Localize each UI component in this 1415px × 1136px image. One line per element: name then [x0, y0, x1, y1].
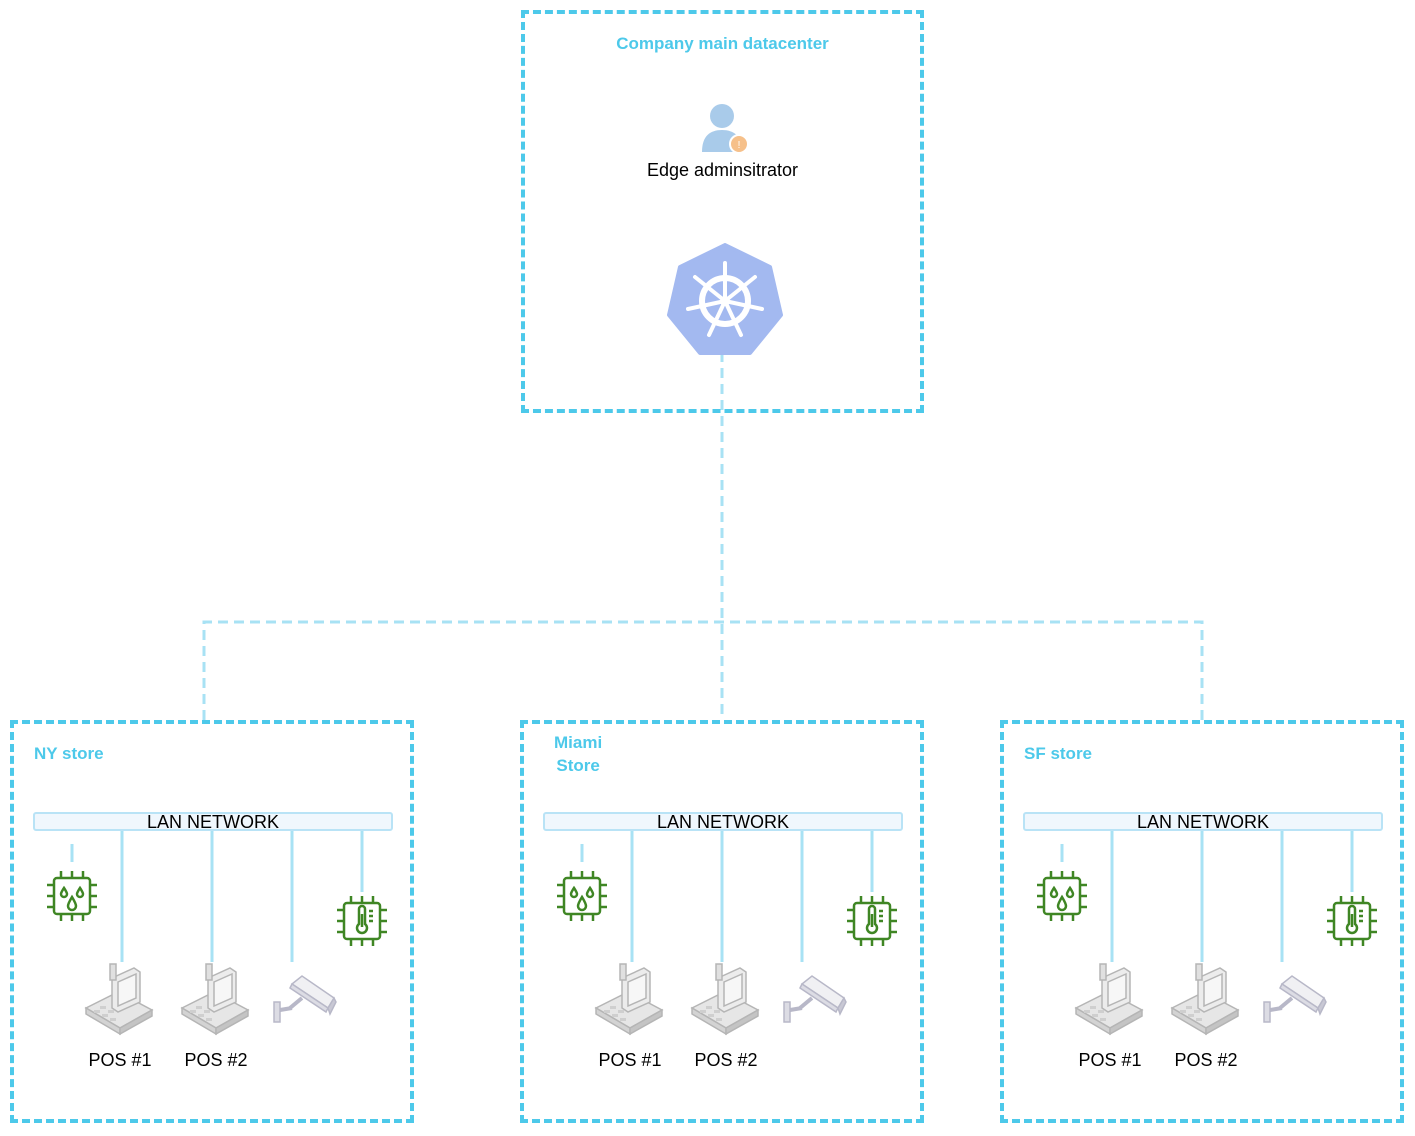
pos-terminal-icon	[180, 963, 250, 1036]
humidity-sensor-icon	[557, 871, 607, 921]
pos-terminal-icon	[84, 963, 154, 1036]
store-devices	[1037, 831, 1377, 1036]
store-container-miami: Miami Store LAN NETWORK POS #1 POS #2	[520, 720, 924, 1123]
store-devices	[557, 831, 897, 1036]
humidity-sensor-icon	[1037, 871, 1087, 921]
kubernetes-icon	[667, 243, 783, 355]
store-container-sf: SF store LAN NETWORK POS #1 POS #2	[1000, 720, 1404, 1123]
svg-text:!: !	[738, 140, 741, 151]
store-title: NY store	[34, 744, 104, 763]
lan-network-bar: LAN NETWORK	[543, 812, 903, 831]
security-camera-icon	[273, 975, 337, 1023]
admin-label: Edge adminsitrator	[646, 160, 799, 180]
store-title: SF store	[1024, 744, 1093, 763]
temperature-sensor-icon	[847, 896, 897, 946]
pos-1-label: POS #1	[1078, 1050, 1142, 1070]
store-title: Miami Store	[554, 733, 603, 775]
store-container-ny: NY store LAN NETWORK POS #1 POS #2	[10, 720, 414, 1123]
pos-terminal-icon	[1074, 963, 1144, 1036]
lan-network-bar: LAN NETWORK	[1023, 812, 1383, 831]
admin-user-icon: !	[702, 104, 749, 154]
pos-terminal-icon	[690, 963, 760, 1036]
pos-2-label: POS #2	[694, 1050, 758, 1070]
pos-terminal-icon	[594, 963, 664, 1036]
datacenter-container: Company main datacenter ! Edge adminsitr…	[521, 10, 924, 413]
store-devices	[47, 831, 387, 1036]
lan-network-bar: LAN NETWORK	[33, 812, 393, 831]
pos-2-label: POS #2	[184, 1050, 248, 1070]
pos-1-label: POS #1	[598, 1050, 662, 1070]
security-camera-icon	[1263, 975, 1327, 1023]
security-camera-icon	[783, 975, 847, 1023]
temperature-sensor-icon	[337, 896, 387, 946]
humidity-sensor-icon	[47, 871, 97, 921]
pos-2-label: POS #2	[1174, 1050, 1238, 1070]
pos-1-label: POS #1	[88, 1050, 152, 1070]
temperature-sensor-icon	[1327, 896, 1377, 946]
pos-terminal-icon	[1170, 963, 1240, 1036]
datacenter-title: Company main datacenter	[616, 34, 829, 53]
